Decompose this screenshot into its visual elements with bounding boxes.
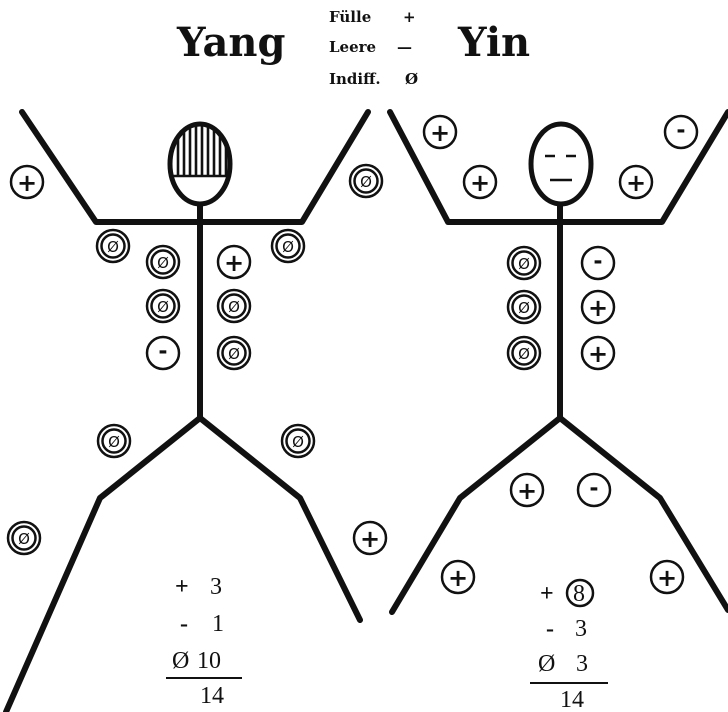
- yang-marker-null: Ø: [6, 520, 42, 556]
- yang-total-plus-sign: +: [175, 574, 189, 600]
- yang-marker-symbol: +: [224, 249, 244, 277]
- yin-legs: [389, 415, 728, 615]
- yang-marker-null: Ø: [270, 228, 306, 264]
- legend-label-fuelle: Fülle: [329, 8, 371, 26]
- legend-symbol-minus: —: [397, 38, 412, 56]
- yin-marker-symbol: Ø: [518, 299, 530, 317]
- yang-marker-null: Ø: [216, 288, 252, 324]
- yang-totals: + 3 - 1 Ø 10 14: [166, 574, 242, 709]
- yin-total-plus-sign: +: [540, 581, 554, 607]
- yang-marker-symbol: -: [158, 340, 167, 365]
- yin-total-sum: 14: [560, 687, 584, 712]
- yin-total-null-sign: Ø: [538, 651, 555, 677]
- yang-total-null-sign: Ø: [172, 648, 189, 674]
- yang-marker-null: Ø: [96, 423, 132, 459]
- yin-totals: + 8 - 3 Ø 3 14: [530, 578, 608, 712]
- yang-marker-symbol: Ø: [157, 298, 169, 316]
- yang-head: [167, 121, 233, 207]
- yang-total-null-count: 10: [197, 648, 221, 674]
- yin-marker-symbol: +: [626, 169, 646, 197]
- yin-marker-minus: -: [576, 472, 612, 508]
- yin-marker-symbol: +: [430, 119, 450, 147]
- yin-marker-symbol: +: [588, 340, 608, 368]
- yin-marker-null: Ø: [506, 289, 542, 325]
- yin-marker-symbol: +: [588, 294, 608, 322]
- yin-marker-minus: -: [663, 114, 699, 150]
- yang-marker-symbol: Ø: [18, 530, 30, 548]
- yang-total-sum: 14: [200, 683, 224, 709]
- yin-total-plus-count: 8: [573, 581, 585, 607]
- yang-marker-symbol: Ø: [228, 298, 240, 316]
- yin-marker-plus: +: [422, 114, 458, 150]
- yang-marker-plus: +: [216, 244, 252, 280]
- yin-marker-symbol: +: [657, 564, 677, 592]
- yin-figure: + - + + Ø - Ø + Ø + + - + +: [387, 109, 728, 615]
- yin-marker-null: Ø: [506, 245, 542, 281]
- yin-marker-symbol: +: [470, 169, 490, 197]
- yang-marker-minus: -: [145, 335, 181, 371]
- yin-marker-symbol: -: [676, 119, 685, 144]
- yin-marker-symbol: Ø: [518, 345, 530, 363]
- yang-marker-null: Ø: [145, 244, 181, 280]
- yin-total-minus-count: 3: [575, 616, 587, 642]
- yin-markers: + - + + Ø - Ø + Ø + + - + +: [422, 114, 699, 595]
- legend: Fülle + Leere — Indiff. Ø: [329, 8, 418, 88]
- yang-marker-symbol: Ø: [157, 254, 169, 272]
- yang-marker-symbol: +: [360, 525, 380, 553]
- yang-marker-plus: +: [9, 164, 45, 200]
- yin-marker-plus: +: [618, 164, 654, 200]
- yin-title: Yin: [457, 19, 530, 66]
- yang-marker-null: Ø: [95, 228, 131, 264]
- yang-marker-symbol: +: [17, 169, 37, 197]
- yang-marker-null: Ø: [280, 423, 316, 459]
- yin-marker-symbol: Ø: [518, 255, 530, 273]
- yin-arms: [387, 109, 728, 225]
- legend-label-indiff: Indiff.: [329, 70, 381, 88]
- yang-markers: + Ø Ø Ø + Ø Ø Ø - Ø Ø Ø Ø +: [6, 163, 388, 556]
- legend-label-leere: Leere: [329, 38, 376, 56]
- yang-figure: + Ø Ø Ø + Ø Ø Ø - Ø Ø Ø Ø +: [3, 109, 388, 712]
- yang-marker-symbol: Ø: [107, 238, 119, 256]
- yang-title: Yang: [176, 19, 285, 66]
- yin-marker-symbol: -: [593, 250, 602, 275]
- yin-total-plus-highlight-circle: [565, 578, 595, 608]
- yin-head: [528, 121, 594, 207]
- yin-marker-plus: +: [440, 559, 476, 595]
- yang-total-minus-sign: -: [180, 611, 188, 637]
- yin-marker-minus: -: [580, 245, 616, 281]
- yin-total-null-count: 3: [576, 651, 588, 677]
- legend-symbol-null: Ø: [405, 70, 418, 88]
- yang-total-plus-count: 3: [210, 574, 222, 600]
- yang-marker-symbol: Ø: [228, 345, 240, 363]
- yang-marker-symbol: Ø: [292, 433, 304, 451]
- yang-marker-null: Ø: [348, 163, 384, 199]
- yin-marker-plus: +: [462, 164, 498, 200]
- yin-marker-symbol: -: [589, 477, 598, 502]
- yin-marker-plus: +: [649, 559, 685, 595]
- yin-marker-symbol: +: [517, 477, 537, 505]
- yin-marker-plus: +: [580, 335, 616, 371]
- yang-marker-null: Ø: [216, 335, 252, 371]
- yang-legs: [3, 415, 363, 712]
- yang-marker-null: Ø: [145, 288, 181, 324]
- legend-symbol-plus: +: [403, 8, 416, 26]
- yang-marker-symbol: Ø: [282, 238, 294, 256]
- yin-marker-plus: +: [580, 289, 616, 325]
- yang-marker-symbol: Ø: [108, 433, 120, 451]
- yang-total-minus-count: 1: [212, 611, 224, 637]
- yin-total-minus-sign: -: [546, 616, 554, 642]
- yang-marker-plus: +: [352, 520, 388, 556]
- yang-marker-symbol: Ø: [360, 173, 372, 191]
- yin-marker-symbol: +: [448, 564, 468, 592]
- yin-marker-null: Ø: [506, 335, 542, 371]
- yin-marker-plus: +: [509, 472, 545, 508]
